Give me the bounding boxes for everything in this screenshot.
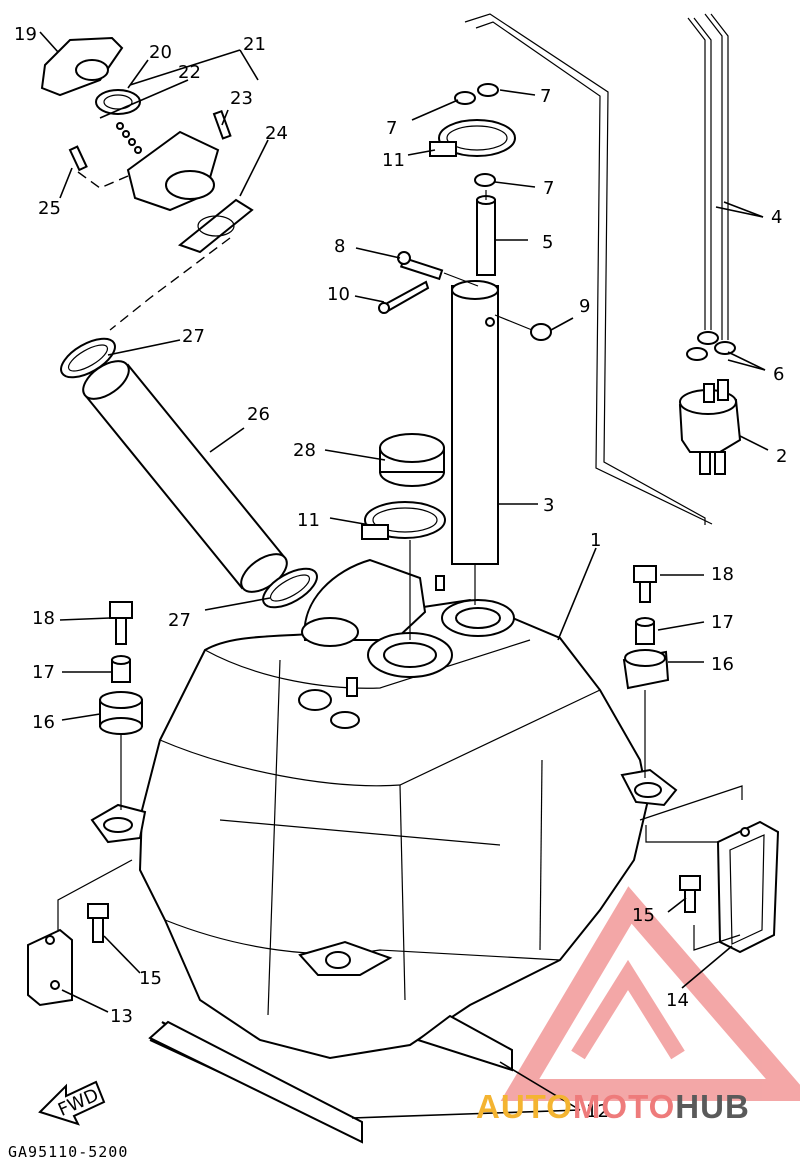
callout-27b: 27: [168, 610, 191, 631]
callout-23: 23: [230, 88, 253, 109]
callout-13: 13: [110, 1006, 133, 1027]
watermark-moto: MOTO: [572, 1088, 676, 1125]
callout-26: 26: [247, 404, 270, 425]
callout-17a: 17: [32, 662, 55, 683]
callout-labels: 1 2 3 4 5 6 7 7 7 8 9 10 11 11 12 13 14 …: [14, 24, 787, 1122]
callout-9: 9: [579, 296, 590, 317]
filler-hose: [82, 360, 288, 593]
watermark-text: AUTOMOTOHUB: [476, 1088, 750, 1126]
callout-22: 22: [178, 62, 201, 83]
callout-18b: 18: [711, 564, 734, 585]
fwd-arrow: FWD: [38, 1080, 106, 1126]
callout-20: 20: [149, 42, 172, 63]
hose-clamp-27: [60, 337, 318, 609]
hose-clamps: [361, 83, 516, 540]
callout-11b: 11: [297, 510, 320, 531]
breather-pipes: [686, 13, 736, 361]
filter-cap: [379, 433, 445, 487]
callout-8: 8: [334, 236, 345, 257]
callout-19: 19: [14, 24, 37, 45]
callout-14: 14: [666, 990, 689, 1011]
callout-16a: 16: [32, 712, 55, 733]
bolt-left: [87, 903, 109, 943]
callout-18a: 18: [32, 608, 55, 629]
callout-6: 6: [773, 364, 784, 385]
bolt-and-pin: [378, 251, 552, 341]
bracket-left: [27, 928, 73, 1007]
fuel-hose: [476, 195, 496, 276]
callout-3: 3: [543, 495, 554, 516]
fuel-cap-assembly: [40, 36, 254, 254]
callout-15b: 15: [632, 905, 655, 926]
leader-lines: [39, 31, 769, 1119]
callout-25: 25: [38, 198, 61, 219]
callout-4: 4: [771, 207, 782, 228]
watermark-hub: HUB: [675, 1088, 750, 1125]
bracket-right: [716, 820, 780, 954]
callout-7b: 7: [386, 118, 397, 139]
fuel-filter: [678, 379, 742, 475]
left-mount-hardware: [99, 601, 143, 735]
callout-1: 1: [590, 530, 601, 551]
callout-5: 5: [542, 232, 553, 253]
reference-code: GA95110-5200: [8, 1143, 129, 1161]
callout-2: 2: [776, 446, 787, 467]
callout-24: 24: [265, 123, 288, 144]
callout-7c: 7: [543, 178, 554, 199]
callout-7a: 7: [540, 86, 551, 107]
callout-15a: 15: [139, 968, 162, 989]
fuel-pipe: [451, 280, 499, 565]
callout-28: 28: [293, 440, 316, 461]
watermark-auto: AUTO: [476, 1088, 573, 1125]
callout-11a: 11: [382, 150, 405, 171]
fuel-tank: [90, 558, 678, 1060]
callout-17b: 17: [711, 612, 734, 633]
callout-10: 10: [327, 284, 350, 305]
watermark-logo: [500, 886, 800, 1101]
bolt-right: [679, 875, 701, 913]
callout-21: 21: [243, 34, 266, 55]
callout-27a: 27: [182, 326, 205, 347]
callout-12: 12: [586, 1101, 609, 1122]
protector-pads: [148, 1014, 513, 1144]
right-mount-hardware: [622, 565, 670, 690]
callout-16b: 16: [711, 654, 734, 675]
